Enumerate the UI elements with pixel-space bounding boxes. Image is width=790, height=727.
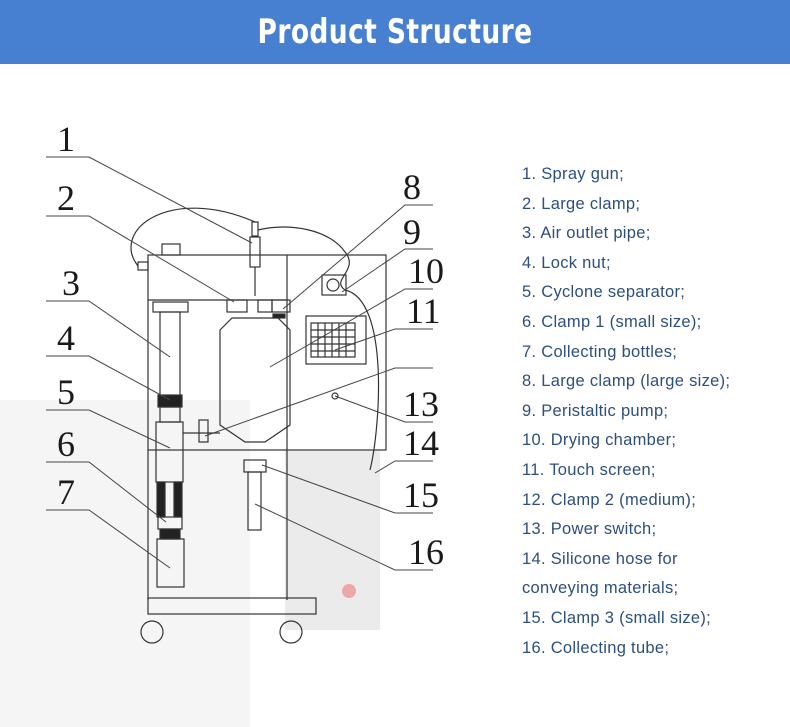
parts-list-item: 3. Air outlet pipe; <box>522 224 651 243</box>
parts-list-item: 16. Collecting tube; <box>522 638 670 657</box>
parts-list-item: 4. Lock nut; <box>522 253 611 272</box>
callout-11: 11 <box>406 291 441 331</box>
parts-list-item: 14. Silicone hose for <box>522 549 678 568</box>
parts-list-item: 7. Collecting bottles; <box>522 342 678 361</box>
touch-screen <box>305 315 367 365</box>
parts-list-item: 5. Cyclone separator; <box>522 283 686 302</box>
callout-7: 7 <box>57 472 75 512</box>
callout-14: 14 <box>403 423 439 463</box>
callout-6: 6 <box>57 424 75 464</box>
parts-list-item: 8. Large clamp (large size); <box>522 372 731 391</box>
power-switch <box>331 392 339 400</box>
peristaltic-pump <box>321 274 347 296</box>
callout-9: 9 <box>403 212 421 252</box>
parts-list-item: 9. Peristaltic pump; <box>522 401 669 420</box>
spray-gun <box>249 221 261 296</box>
callout-10: 10 <box>408 251 444 291</box>
drying-chamber <box>219 317 291 443</box>
callout-8: 8 <box>403 167 421 207</box>
cyclone-separator <box>155 419 220 588</box>
callout-3: 3 <box>62 263 80 303</box>
parts-list-item: 15. Clamp 3 (small size); <box>522 608 712 627</box>
product-structure-diagram: 1 2 3 4 5 6 7 8 9 10 11 13 14 15 16 <box>46 119 444 644</box>
callout-2: 2 <box>57 178 75 218</box>
air-outlet-pipe <box>152 301 189 423</box>
callout-leaders <box>46 156 433 571</box>
parts-list-item: 13. Power switch; <box>522 520 657 539</box>
parts-list-item: conveying materials; <box>522 579 679 598</box>
background-red-button <box>342 584 356 598</box>
header-banner: Product Structure <box>0 0 790 64</box>
parts-list-item: 11. Touch screen; <box>522 460 656 479</box>
parts-list-item: 2. Large clamp; <box>522 194 641 213</box>
parts-list-item: 1. Spray gun; <box>522 165 625 183</box>
parts-list: 1. Spray gun; 2. Large clamp; 3. Air out… <box>522 160 782 663</box>
callout-16: 16 <box>408 532 444 572</box>
parts-list-item: 6. Clamp 1 (small size); <box>522 312 702 331</box>
callout-4: 4 <box>57 318 75 358</box>
silicone-hose <box>130 207 380 471</box>
background-photo-left <box>0 400 250 727</box>
page-title: Product Structure <box>257 12 533 52</box>
parts-list-item: 12. Clamp 2 (medium); <box>522 490 697 509</box>
callout-1: 1 <box>57 119 75 159</box>
caster-wheels <box>140 620 303 644</box>
callout-numbers: 1 2 3 4 5 6 7 8 9 10 11 13 14 15 16 <box>57 119 444 572</box>
callout-13: 13 <box>403 384 439 424</box>
collecting-tube <box>243 459 267 531</box>
callout-15: 15 <box>403 475 439 515</box>
parts-list-item: 10. Drying chamber; <box>522 431 677 450</box>
callout-5: 5 <box>57 372 75 412</box>
large-clamp <box>226 299 291 319</box>
